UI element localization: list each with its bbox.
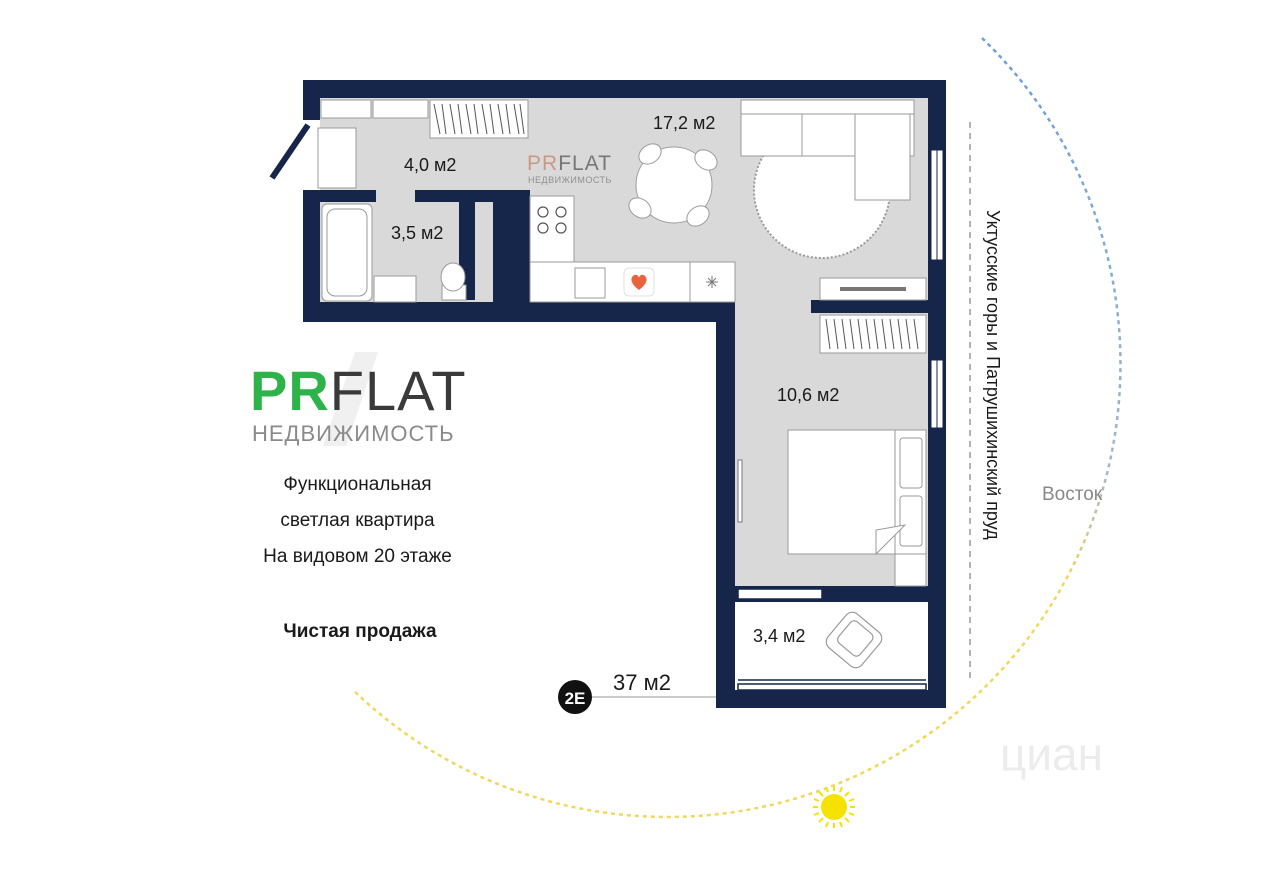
sliding-door xyxy=(737,459,743,523)
sun-path-arc xyxy=(352,37,1122,819)
brand-subtitle: НЕДВИЖИМОСТЬ xyxy=(252,421,455,446)
description-line-2: светлая квартира xyxy=(280,510,435,531)
fridge-icon xyxy=(706,276,718,288)
description-line-1: Функциональная xyxy=(283,474,432,495)
floor-badge-text: 2E xyxy=(565,689,586,708)
heart-app-icon xyxy=(623,267,655,297)
total-area: 37 м2 xyxy=(613,670,671,695)
brand-accent: PR xyxy=(250,359,330,422)
plan-brand-watermark: PRFLAT НЕДВИЖИМОСТЬ xyxy=(527,152,612,185)
dining-table xyxy=(628,143,718,227)
tv xyxy=(840,287,906,291)
bedroom-hangers xyxy=(825,318,919,350)
room-area-balcony: 3,4 м2 xyxy=(753,626,805,646)
watermark: циан xyxy=(1000,728,1103,780)
plan-brand-accent: PR xyxy=(527,152,558,175)
room-area-living: 17,2 м2 xyxy=(653,113,715,133)
room-area-bedroom: 10,6 м2 xyxy=(777,385,839,405)
wardrobe-hangers xyxy=(433,103,525,135)
brand-rest: FLAT xyxy=(330,359,467,422)
windows xyxy=(930,149,944,429)
sun-icon xyxy=(813,786,855,828)
bathroom-fixtures xyxy=(321,203,467,303)
description-line-3: На видовом 20 этаже xyxy=(263,546,452,567)
balcony-glazing xyxy=(737,588,927,691)
room-area-hall: 4,0 м2 xyxy=(404,155,456,175)
floor-badge xyxy=(558,680,592,714)
brand-logo: PRFLAT НЕДВИЖИМОСТЬ xyxy=(250,352,467,446)
bed xyxy=(787,429,927,587)
direction-label: Восток xyxy=(1042,484,1103,505)
room-area-bathroom: 3,5 м2 xyxy=(391,223,443,243)
hall-furniture xyxy=(317,99,529,189)
balcony-chair xyxy=(825,611,883,669)
svg-text:PRFLAT: PRFLAT xyxy=(250,359,467,422)
sofa xyxy=(740,99,915,201)
entrance-door xyxy=(269,123,311,180)
plan-brand-sub: НЕДВИЖИМОСТЬ xyxy=(528,175,612,185)
plan-brand-rest: FLAT xyxy=(558,152,612,175)
view-label: Уктусские горы и Патрушихинский пруд xyxy=(983,210,1003,540)
stove-burners xyxy=(537,206,567,234)
sale-type: Чистая продажа xyxy=(283,621,437,642)
svg-text:PRFLAT: PRFLAT xyxy=(527,152,612,175)
